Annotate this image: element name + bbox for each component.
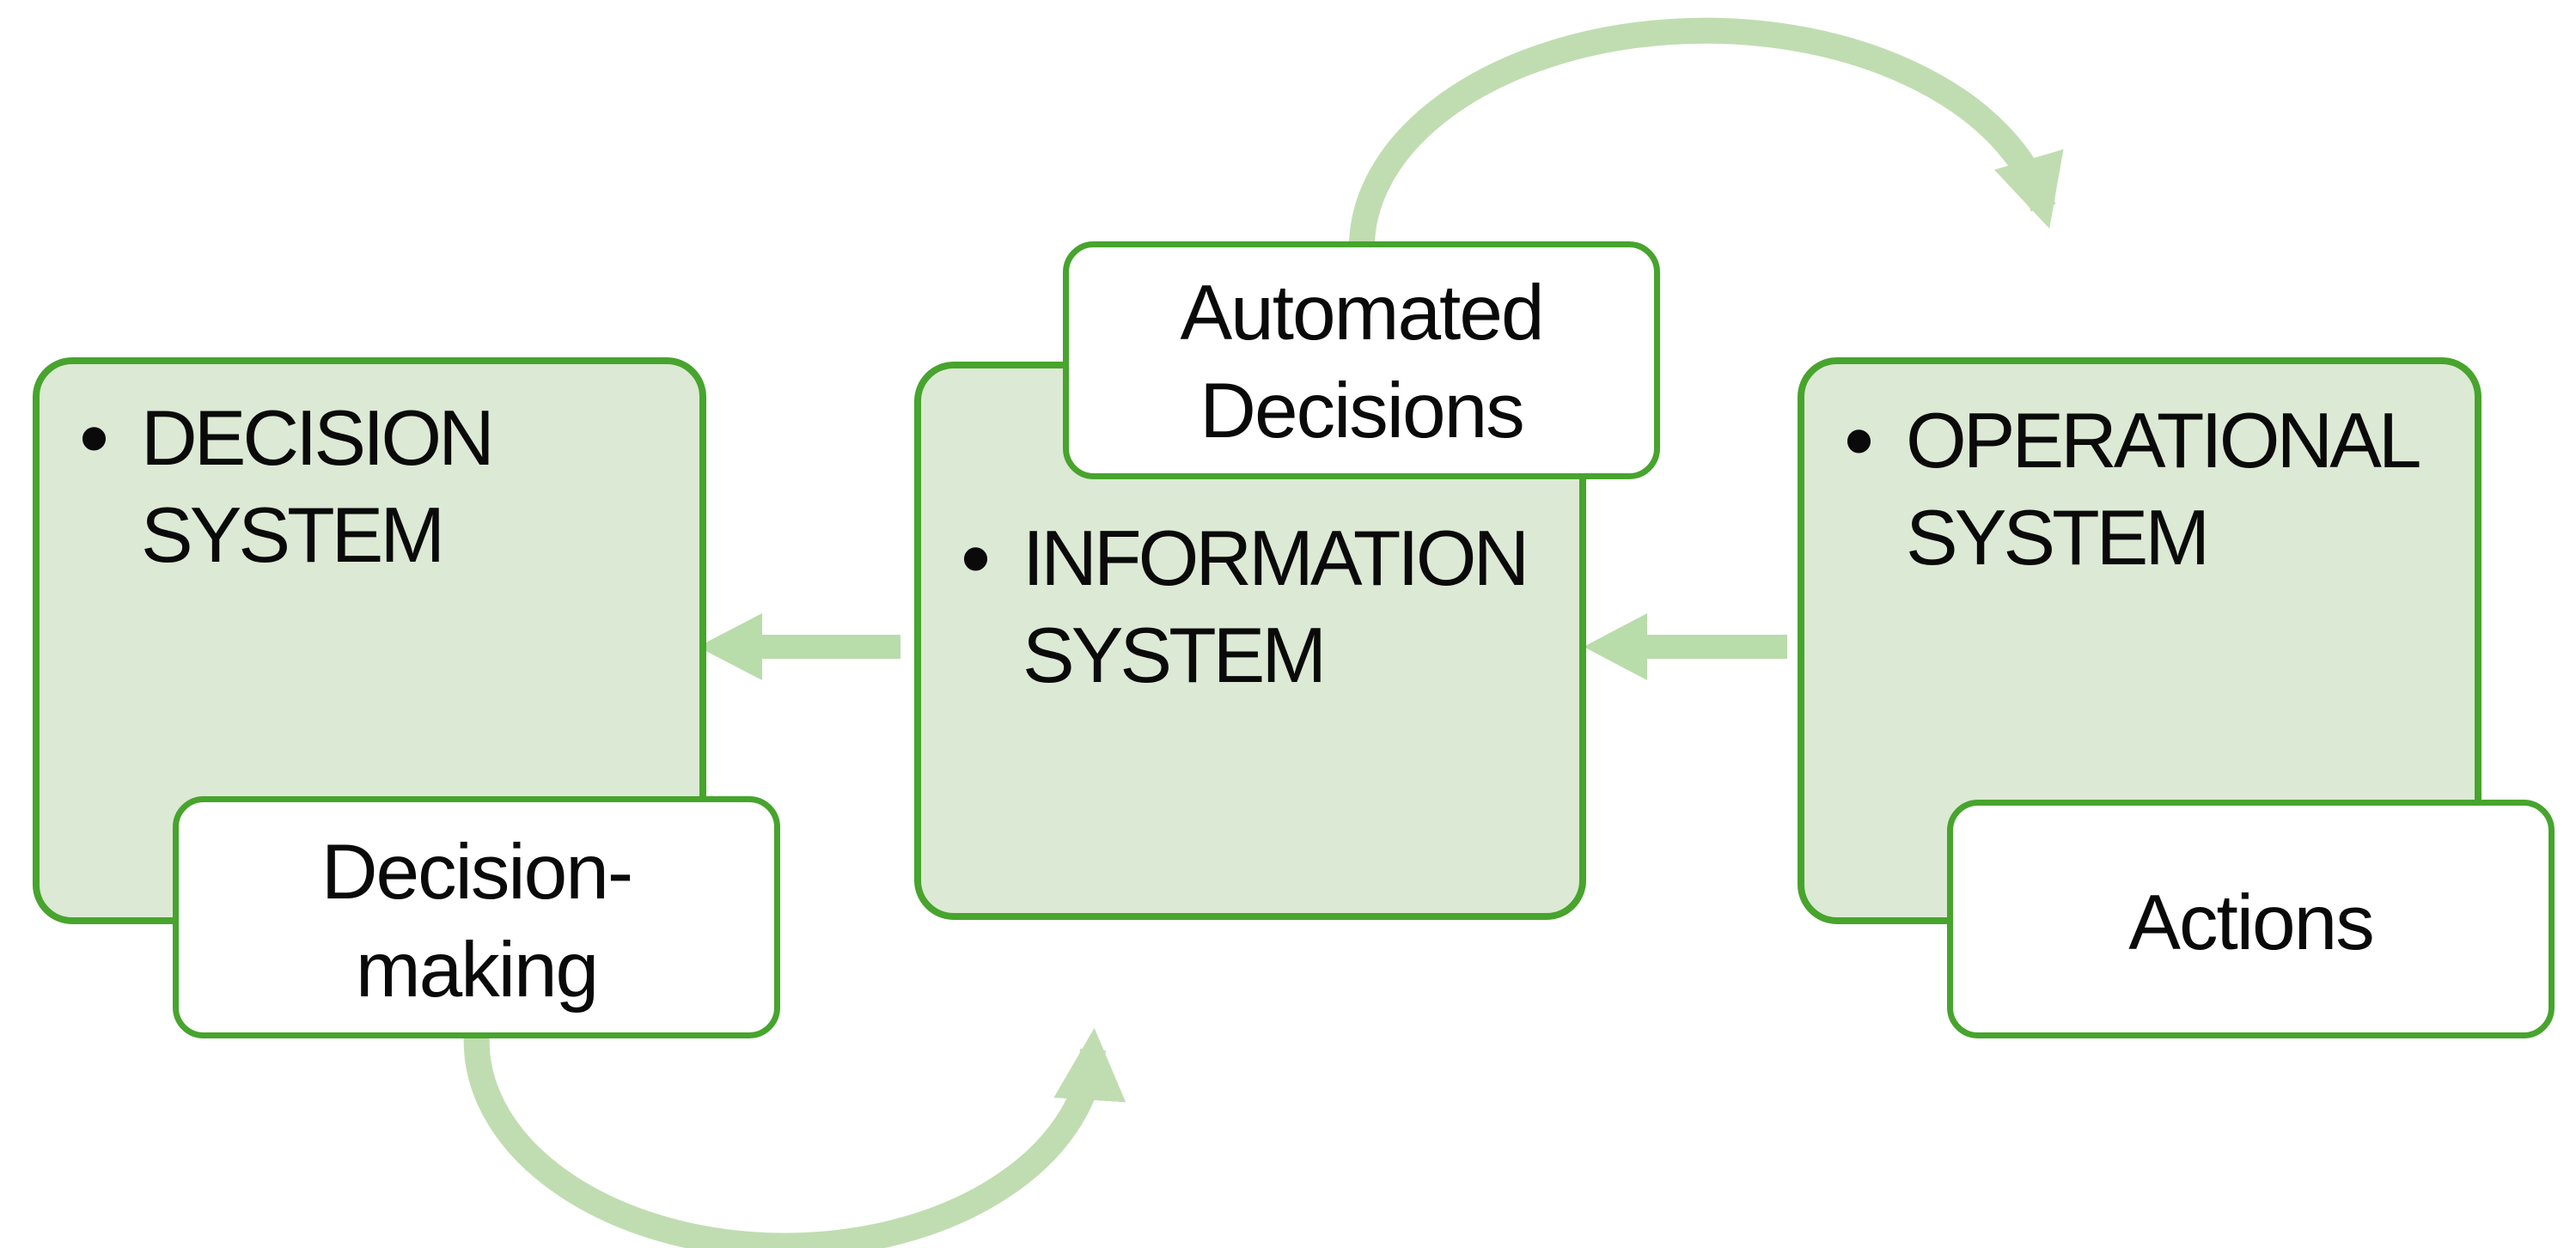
bullet-icon: • — [1844, 393, 1875, 489]
automated-decisions-line2: Decisions — [1199, 368, 1524, 454]
arc-decision-making-to-information — [463, 1027, 1126, 1248]
actions-label: Actions — [2128, 880, 2374, 966]
actions-box: Actions — [1947, 800, 2555, 1038]
arc-automated-to-operational — [1348, 17, 2064, 254]
arrow-information-to-decision — [698, 613, 900, 680]
operational-system-line2: SYSTEM — [1906, 495, 2210, 581]
decision-making-label: Decision- making — [179, 824, 774, 1020]
automated-decisions-line1: Automated — [1180, 270, 1544, 356]
decision-system-label: • DECISION SYSTEM — [74, 390, 682, 584]
information-system-line1: INFORMATION — [1022, 515, 1529, 602]
decision-making-line2: making — [355, 927, 599, 1014]
bullet-icon: • — [961, 510, 992, 606]
operational-system-line1: OPERATIONAL — [1906, 398, 2422, 484]
decision-making-line1: Decision- — [320, 829, 633, 916]
information-system-line2: SYSTEM — [1022, 612, 1327, 699]
operational-system-label: • OPERATIONAL SYSTEM — [1839, 393, 2466, 587]
bullet-icon: • — [79, 390, 110, 486]
automated-decisions-box: Automated Decisions — [1063, 241, 1660, 479]
automated-decisions-label: Automated Decisions — [1069, 265, 1654, 460]
decision-system-line2: SYSTEM — [141, 492, 445, 579]
decision-system-line1: DECISION — [141, 395, 495, 482]
decision-system-box: • DECISION SYSTEM — [33, 357, 706, 924]
arrow-operational-to-information — [1584, 613, 1787, 680]
decision-making-box: Decision- making — [173, 796, 780, 1038]
information-system-label: • INFORMATION SYSTEM — [955, 510, 1571, 704]
